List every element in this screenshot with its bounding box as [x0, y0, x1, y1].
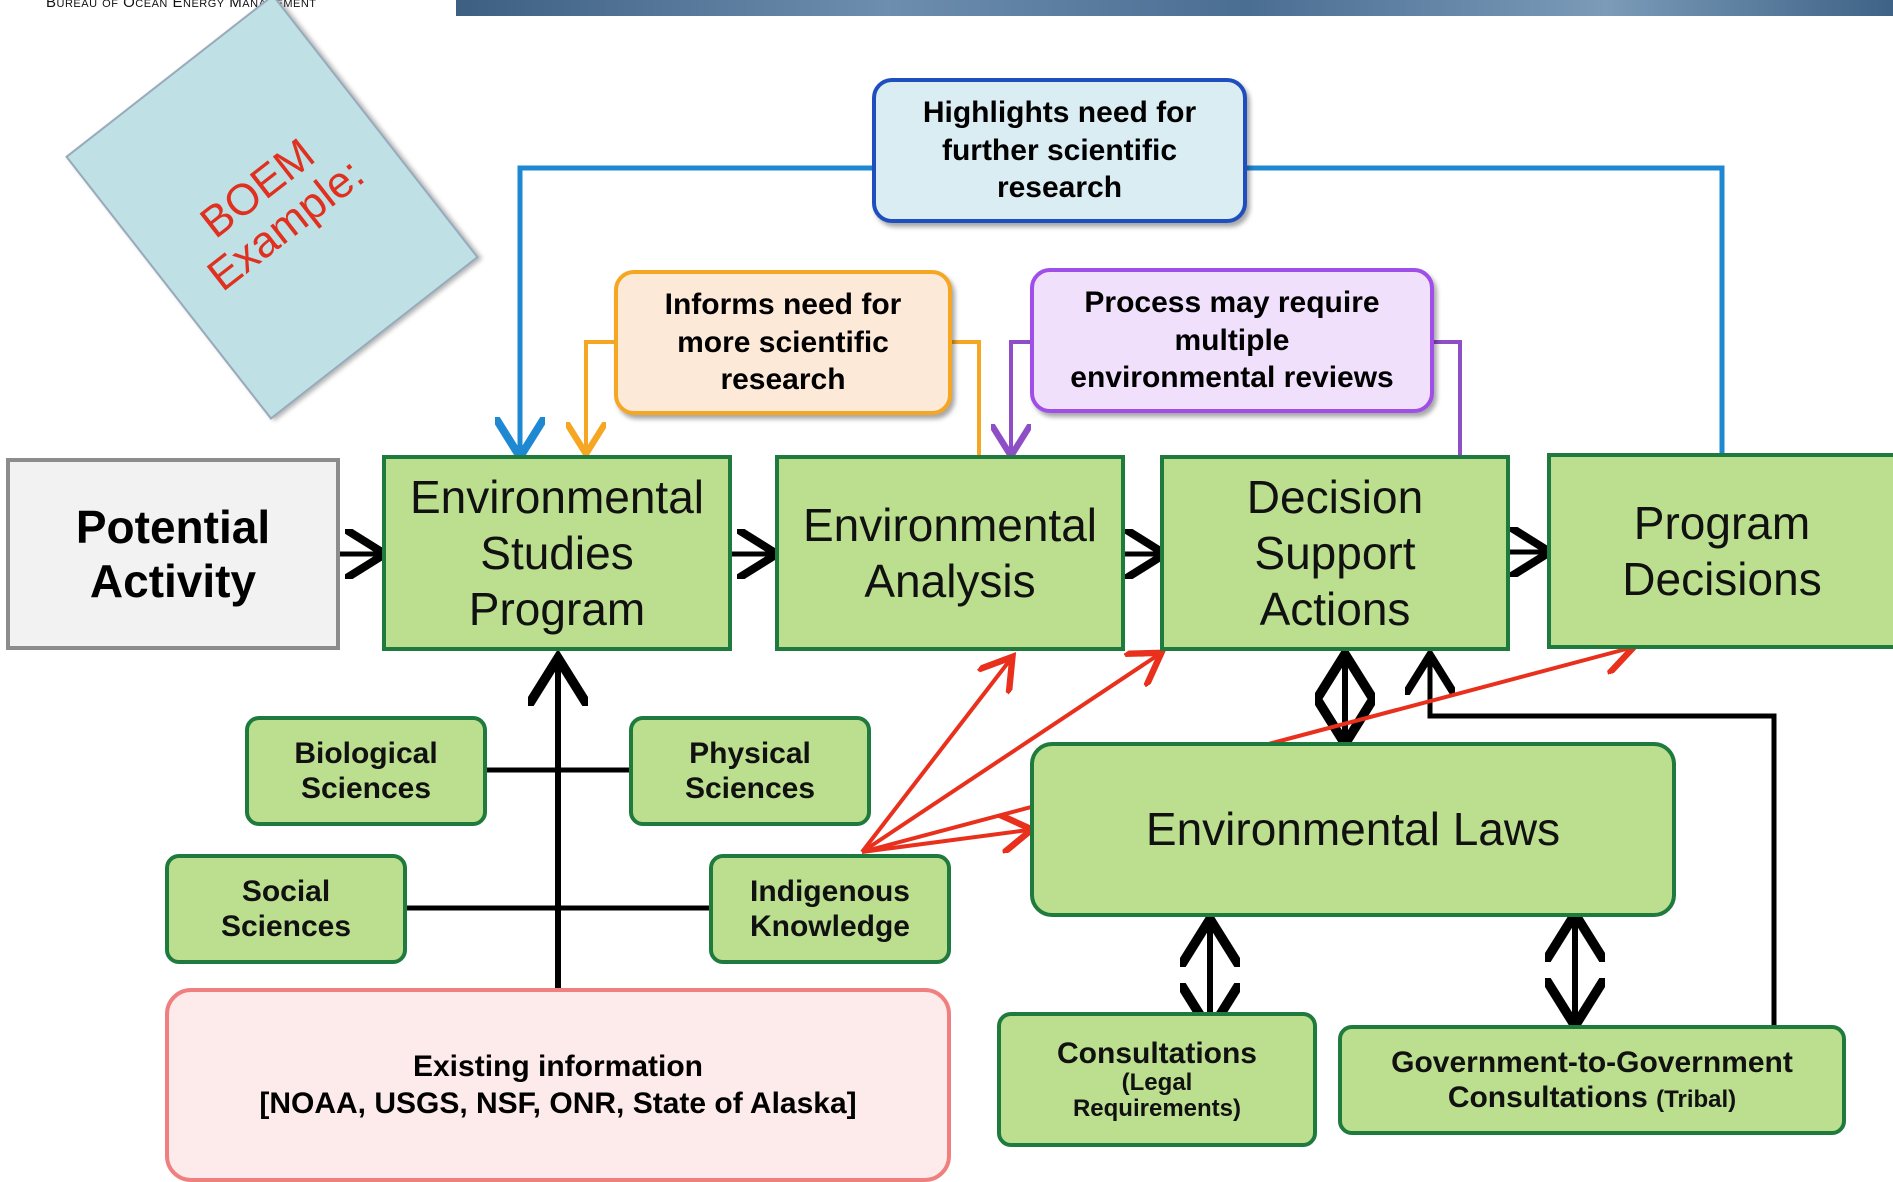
note-further-research-line-3: research [996, 171, 1123, 205]
env-studies-line-2: Studies [480, 526, 634, 579]
decision-support-line-1: Decision [1246, 470, 1424, 523]
physical-sciences-box: Physical Sciences [629, 716, 871, 826]
potential-activity-box: Potential Activity [6, 458, 340, 650]
existing-info-line-1: Existing information [412, 1049, 703, 1083]
header-banner-image [456, 0, 1893, 16]
note-multiple-reviews-line-2: multiple [1174, 323, 1290, 357]
note-multiple-reviews-line-3: environmental reviews [1070, 361, 1394, 395]
note-multiple-reviews-line-1: Process may require [1084, 286, 1380, 320]
agency-name: Bureau of Ocean Energy Management [46, 0, 317, 11]
decision-support-actions-box: Decision Support Actions [1160, 455, 1510, 651]
physical-line-2: Sciences [684, 772, 816, 805]
potential-activity-line-1: Potential [75, 500, 271, 553]
red-arrow-to-decision [860, 655, 1158, 854]
red-arrow-to-analysis [860, 660, 1010, 854]
environmental-analysis-box: Environmental Analysis [775, 455, 1125, 651]
note-more-research: Informs need for more scientific researc… [614, 270, 952, 415]
decision-support-line-2: Support [1254, 526, 1416, 579]
note-further-research-line-1: Highlights need for [922, 96, 1197, 130]
consultations-box: Consultations (Legal Requirements) [997, 1012, 1317, 1147]
biological-sciences-box: Biological Sciences [245, 716, 487, 826]
env-studies-line-1: Environmental [409, 470, 705, 523]
red-arrow-to-laws [861, 830, 1028, 854]
program-decisions-line-1: Program [1633, 496, 1811, 549]
note-multiple-reviews: Process may require multiple environment… [1030, 268, 1434, 413]
gov-feedback-line [1430, 660, 1777, 1025]
existing-info-line-2: [NOAA, USGS, NSF, ONR, State of Alaska] [259, 1087, 857, 1120]
govtogov-line-2: Consultations [1447, 1081, 1648, 1114]
note-more-research-line-3: research [720, 363, 846, 397]
biological-line-1: Biological [294, 736, 438, 770]
decision-support-line-3: Actions [1259, 583, 1411, 636]
indigenous-line-1: Indigenous [749, 874, 910, 908]
physical-line-1: Physical [689, 736, 811, 770]
program-decisions-line-2: Decisions [1622, 553, 1822, 605]
indigenous-knowledge-box: Indigenous Knowledge [709, 854, 951, 964]
social-sciences-box: Social Sciences [165, 854, 407, 964]
government-to-government-box: Government-to-Government Consultations (… [1338, 1025, 1846, 1135]
env-analysis-line-1: Environmental [802, 498, 1098, 551]
existing-information-box: Existing information [NOAA, USGS, NSF, O… [165, 988, 951, 1182]
env-studies-line-3: Program [468, 583, 646, 636]
social-line-1: Social [241, 874, 331, 908]
potential-activity-line-2: Activity [89, 555, 257, 607]
note-further-research: Highlights need for further scientific r… [872, 78, 1247, 223]
consultations-line-2: (Legal [1121, 1068, 1193, 1096]
consultations-line-3: Requirements) [1072, 1095, 1242, 1122]
note-more-research-line-2: more scientific [677, 325, 889, 359]
note-more-research-line-1: Informs need for [664, 288, 902, 322]
consultations-line-1: Consultations [1057, 1036, 1257, 1070]
indigenous-line-2: Knowledge [749, 910, 910, 943]
note-further-research-line-2: further scientific [941, 133, 1178, 167]
environmental-laws-box: Environmental Laws [1030, 742, 1676, 917]
social-line-2: Sciences [220, 910, 352, 943]
govtogov-line-2-suffix: (Tribal) [1656, 1086, 1737, 1113]
govtogov-line-1: Government-to-Government [1391, 1045, 1793, 1079]
biological-line-2: Sciences [300, 772, 432, 805]
env-analysis-line-2: Analysis [864, 555, 1036, 607]
environmental-studies-program-box: Environmental Studies Program [382, 455, 732, 651]
program-decisions-box: Program Decisions [1547, 453, 1893, 649]
environmental-laws-label: Environmental Laws [1145, 803, 1561, 856]
